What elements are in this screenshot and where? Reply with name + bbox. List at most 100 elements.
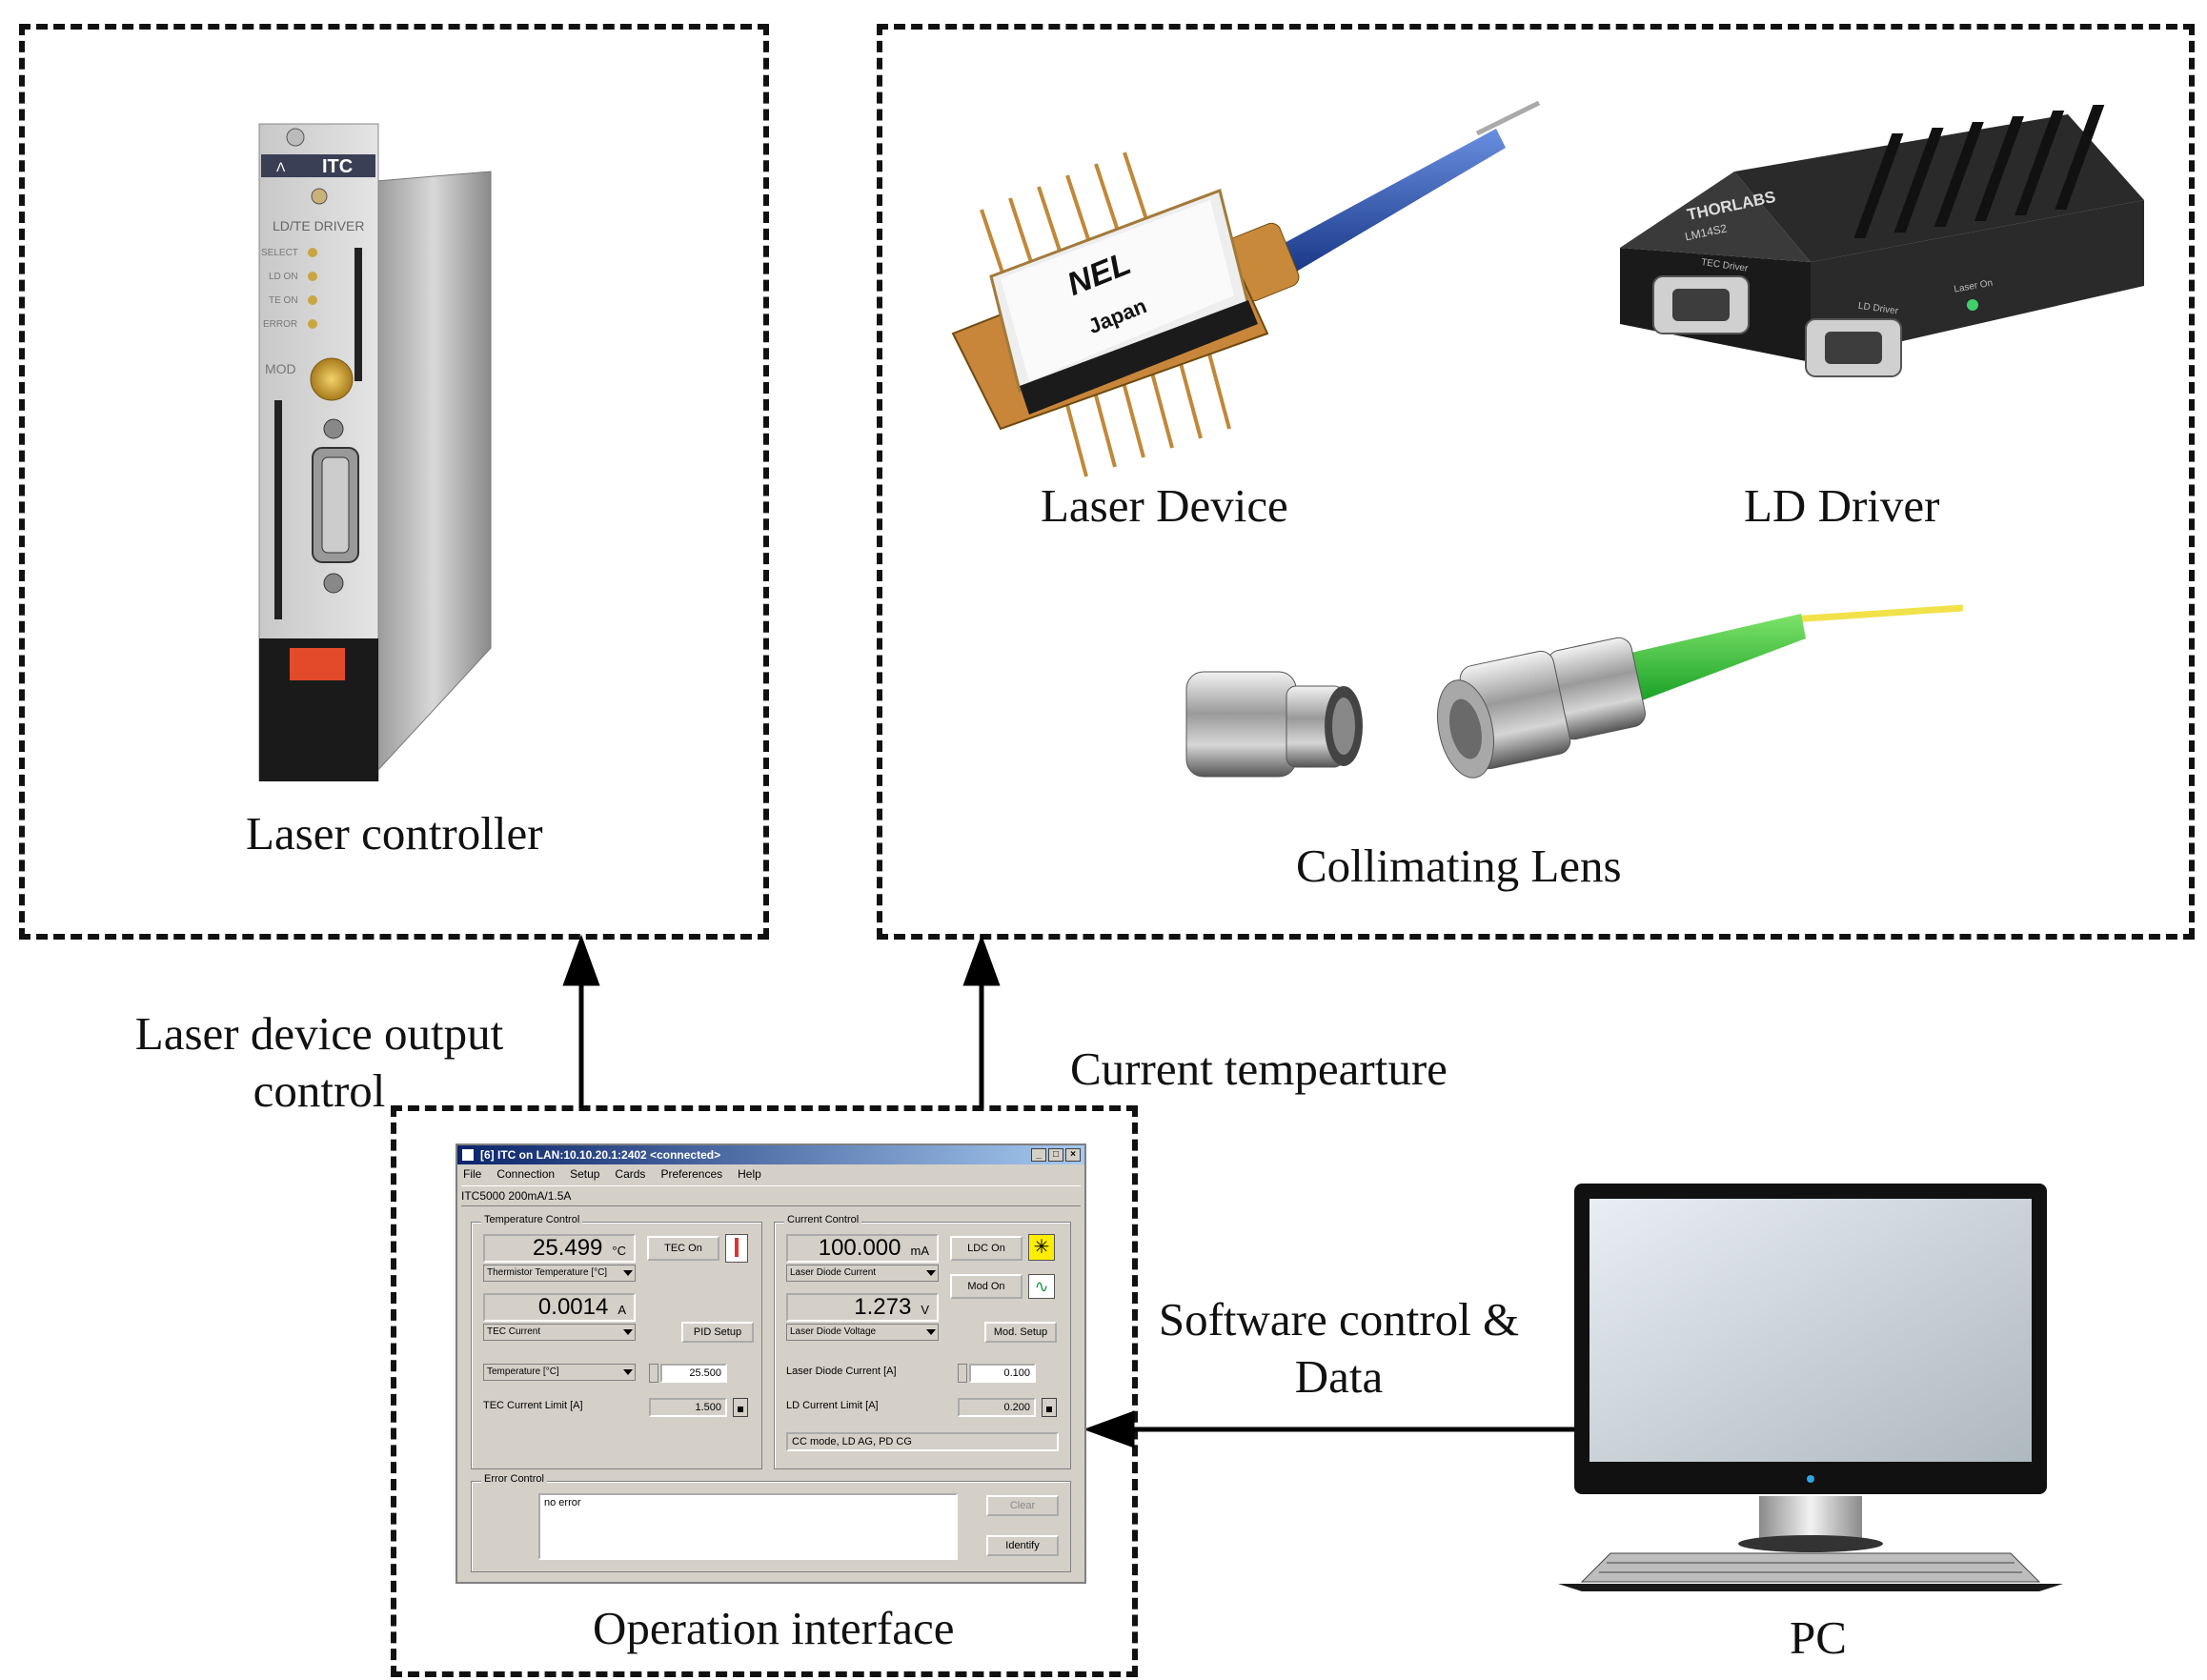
- temperature-control-label: Temperature Control: [481, 1214, 583, 1225]
- voltage-unit: V: [921, 1303, 929, 1317]
- app-icon: [461, 1148, 475, 1162]
- collimating-lens-caption: Collimating Lens: [1296, 840, 1622, 892]
- thermistor-temperature-label: Thermistor Temperature [°C]: [487, 1267, 608, 1278]
- chevron-down-icon: [926, 1329, 936, 1335]
- error-control-group: Error Control no error Clear Identify: [471, 1473, 1071, 1572]
- thermistor-temperature-select[interactable]: Thermistor Temperature [°C]: [483, 1265, 636, 1282]
- window-title-bar[interactable]: [6] ITC on LAN:10.10.20.1:2402 <connecte…: [457, 1145, 1084, 1164]
- laser-device-group: [877, 24, 2195, 940]
- voltage-display: 1.273 V: [786, 1293, 939, 1322]
- voltage-value: 1.273: [854, 1294, 912, 1320]
- mod-on-button[interactable]: Mod On: [950, 1274, 1023, 1299]
- minimize-icon[interactable]: _: [1031, 1148, 1046, 1162]
- laser-device-caption: Laser Device: [1041, 479, 1288, 532]
- ld-te-driver-label: LD/TE DRIVER: [273, 218, 364, 233]
- lock-icon[interactable]: [1042, 1398, 1057, 1417]
- lock-icon[interactable]: [733, 1398, 748, 1417]
- ld-driver-caption: LD Driver: [1744, 479, 1940, 532]
- menu-cards[interactable]: Cards: [615, 1167, 646, 1181]
- pc-image: [1558, 1184, 2063, 1591]
- device-subtitle: ITC5000 200mA/1.5A: [461, 1185, 1081, 1206]
- error-log[interactable]: no error: [538, 1493, 958, 1560]
- laser-controller-caption: Laser controller: [246, 807, 543, 860]
- identify-button[interactable]: Identify: [986, 1535, 1059, 1556]
- temperature-setpoint-select[interactable]: Temperature [°C]: [483, 1364, 636, 1381]
- window-title: [6] ITC on LAN:10.10.20.1:2402 <connecte…: [480, 1148, 721, 1162]
- te-on-label: TE ON: [269, 295, 298, 306]
- ld-current-spinner[interactable]: [958, 1364, 967, 1383]
- tec-current-display: 0.0014 A: [483, 1293, 636, 1322]
- current-temperature-label: Current tempearture: [1070, 1042, 1448, 1095]
- thermometer-icon: [725, 1234, 748, 1263]
- arrowhead-output-control: [562, 934, 600, 986]
- tec-current-value: 0.0014: [537, 1294, 609, 1320]
- temperature-spinner[interactable]: [649, 1364, 658, 1383]
- itc-software-window: [6] ITC on LAN:10.10.20.1:2402 <connecte…: [456, 1144, 1086, 1584]
- chevron-down-icon: [926, 1270, 936, 1276]
- collimating-lens-image: [1185, 604, 1964, 779]
- ld-current-setpoint-input[interactable]: 0.100: [969, 1364, 1036, 1383]
- clear-button[interactable]: Clear: [986, 1495, 1059, 1516]
- temperature-display: 25.499 °C: [483, 1234, 636, 1263]
- select-label: SELECT: [261, 248, 298, 258]
- mod-setup-button[interactable]: Mod. Setup: [984, 1322, 1057, 1343]
- temperature-setpoint-input[interactable]: 25.500: [660, 1364, 727, 1383]
- ld-current-setpoint-label: Laser Diode Current [A]: [786, 1366, 897, 1377]
- maximize-icon[interactable]: □: [1048, 1148, 1063, 1162]
- ld-driver-image: THORLABS LM14S2 TEC Driver LD Driver Las…: [1620, 105, 2144, 377]
- ld-on-label: LD ON: [269, 272, 298, 282]
- menu-setup[interactable]: Setup: [570, 1167, 600, 1181]
- chevron-down-icon: [623, 1270, 633, 1276]
- arrowhead-current-temperature: [962, 934, 1001, 986]
- arrowhead-software-control: [1083, 1410, 1135, 1448]
- chevron-down-icon: [623, 1329, 633, 1335]
- menu-file[interactable]: File: [463, 1167, 482, 1181]
- temperature-control-group: Temperature Control 25.499 °C TEC On Ther…: [471, 1214, 762, 1469]
- temperature-value: 25.499: [533, 1235, 603, 1261]
- ld-current-limit-value: 0.200: [958, 1398, 1036, 1417]
- svg-text:Λ: Λ: [276, 159, 286, 174]
- laser-controller-group: [19, 24, 769, 940]
- tec-current-limit-value: 1.500: [649, 1398, 727, 1417]
- menu-bar: File Connection Setup Cards Preferences …: [457, 1164, 1084, 1184]
- current-control-label: Current Control: [784, 1214, 862, 1225]
- close-icon[interactable]: ×: [1065, 1148, 1081, 1162]
- pid-setup-button[interactable]: PID Setup: [681, 1322, 754, 1343]
- laser-diode-voltage-label: Laser Diode Voltage: [790, 1326, 877, 1337]
- temperature-setpoint-label: Temperature [°C]: [487, 1366, 559, 1377]
- laser-device-image: NEL Japan: [951, 100, 1541, 477]
- output-control-label: Laser device output control: [134, 1007, 504, 1117]
- mode-status: CC mode, LD AG, PD CG: [786, 1432, 1059, 1451]
- modulation-icon: ∿: [1028, 1274, 1055, 1299]
- menu-connection[interactable]: Connection: [496, 1167, 556, 1181]
- error-control-label: Error Control: [481, 1473, 547, 1485]
- tec-on-button[interactable]: TEC On: [647, 1236, 719, 1261]
- mod-label: MOD: [265, 361, 296, 376]
- tec-current-limit-label: TEC Current Limit [A]: [483, 1400, 583, 1411]
- software-control-label: Software control & Data: [1158, 1293, 1520, 1403]
- menu-help[interactable]: Help: [738, 1167, 761, 1181]
- operation-interface-caption: Operation interface: [593, 1602, 955, 1654]
- itc-logo: ITC: [322, 156, 353, 177]
- laser-controller-module: Λ ITC LD/TE DRIVER SELECT LD ON TE ON ER…: [258, 123, 492, 781]
- current-value: 100.000: [818, 1235, 901, 1261]
- operation-interface-group: [391, 1105, 1138, 1677]
- ldc-on-button[interactable]: LDC On: [950, 1236, 1023, 1261]
- laser-warning-icon: ✳: [1028, 1234, 1055, 1261]
- chevron-down-icon: [623, 1369, 633, 1375]
- laser-diode-current-select[interactable]: Laser Diode Current: [786, 1265, 939, 1282]
- tec-current-select[interactable]: TEC Current: [483, 1324, 636, 1341]
- error-label: ERROR: [263, 319, 297, 330]
- current-unit: mA: [910, 1244, 930, 1258]
- tec-current-label: TEC Current: [487, 1326, 541, 1337]
- laser-diode-current-label: Laser Diode Current: [790, 1267, 877, 1278]
- ld-current-limit-label: LD Current Limit [A]: [786, 1400, 879, 1411]
- pc-caption: PC: [1790, 1611, 1847, 1664]
- tec-current-unit: A: [618, 1303, 626, 1317]
- laser-diode-voltage-select[interactable]: Laser Diode Voltage: [786, 1324, 939, 1341]
- current-display: 100.000 mA: [786, 1234, 939, 1263]
- menu-preferences[interactable]: Preferences: [660, 1167, 723, 1181]
- current-control-group: Current Control 100.000 mA LDC On ✳ Laser…: [774, 1214, 1071, 1469]
- temperature-unit: °C: [612, 1244, 626, 1258]
